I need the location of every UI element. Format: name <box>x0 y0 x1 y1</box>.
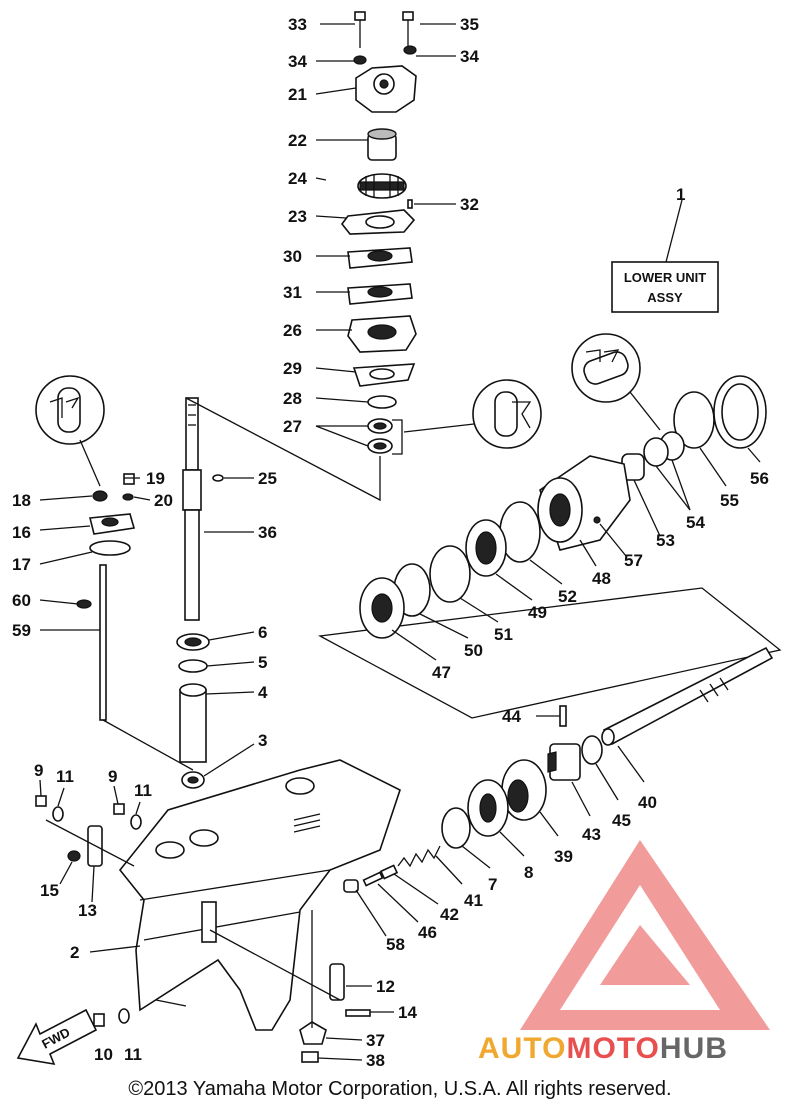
copyright-notice: ©2013 Yamaha Motor Corporation, U.S.A. A… <box>128 1078 672 1100</box>
label-55: 55 <box>720 491 739 510</box>
label-1: 1 <box>676 185 685 204</box>
label-31: 31 <box>283 283 302 302</box>
label-52: 52 <box>558 587 577 606</box>
label-46: 46 <box>418 923 437 942</box>
label-6: 6 <box>258 623 267 642</box>
label-44: 44 <box>502 707 521 726</box>
shift-rod-leader <box>102 719 194 771</box>
label-38: 38 <box>366 1051 385 1070</box>
watermark-moto: MOTO <box>566 1032 660 1065</box>
label-12: 12 <box>376 977 395 996</box>
label-9-right: 9 <box>108 767 117 786</box>
label-43: 43 <box>582 825 601 844</box>
label-45: 45 <box>612 811 631 830</box>
label-34-left: 34 <box>288 52 307 71</box>
label-4: 4 <box>258 683 268 702</box>
grease-callout-right <box>571 333 661 431</box>
grease-callout-middle <box>403 379 542 449</box>
label-59: 59 <box>12 621 31 640</box>
label-10: 10 <box>94 1045 113 1064</box>
drive-shaft-assembly <box>176 397 224 789</box>
label-22: 22 <box>288 131 307 150</box>
label-19: 19 <box>146 469 165 488</box>
label-58: 58 <box>386 935 405 954</box>
label-37: 37 <box>366 1031 385 1050</box>
label-39: 39 <box>554 847 573 866</box>
water-pump-stack <box>340 11 417 455</box>
label-53: 53 <box>656 531 675 550</box>
label-16: 16 <box>12 523 31 542</box>
label-21: 21 <box>288 85 307 104</box>
label-50: 50 <box>464 641 483 660</box>
label-18: 18 <box>12 491 31 510</box>
casing-small-parts <box>35 795 371 1063</box>
label-28: 28 <box>283 389 302 408</box>
label-57: 57 <box>624 551 643 570</box>
part-labels: 33 34 21 22 24 23 30 31 26 29 28 27 35 3… <box>12 15 769 1070</box>
label-2: 2 <box>70 943 79 962</box>
label-35: 35 <box>460 15 479 34</box>
label-49: 49 <box>528 603 547 622</box>
label-36: 36 <box>258 523 277 542</box>
label-23: 23 <box>288 207 307 226</box>
lower-casing <box>118 759 401 1031</box>
lower-unit-box-line1: LOWER UNIT <box>624 270 706 285</box>
label-11-bottom: 11 <box>124 1045 142 1064</box>
label-8: 8 <box>524 863 533 882</box>
label-20: 20 <box>154 491 173 510</box>
label-48: 48 <box>592 569 611 588</box>
label-60: 60 <box>12 591 31 610</box>
label-7: 7 <box>488 875 497 894</box>
label-40: 40 <box>638 793 657 812</box>
label-29: 29 <box>283 359 302 378</box>
watermark-auto: AUTO <box>478 1032 567 1065</box>
label-32: 32 <box>460 195 479 214</box>
label-26: 26 <box>283 321 302 340</box>
lower-unit-assy-box: LOWER UNIT ASSY <box>611 199 719 313</box>
label-51: 51 <box>494 625 513 644</box>
label-9-left: 9 <box>34 761 43 780</box>
shift-rod-assembly <box>76 473 136 721</box>
label-14: 14 <box>398 1003 417 1022</box>
propeller-shaft-assembly <box>343 646 774 893</box>
label-25: 25 <box>258 469 277 488</box>
label-27: 27 <box>283 417 302 436</box>
label-13: 13 <box>78 901 97 920</box>
drive-shaft-leader <box>185 397 381 502</box>
label-11-left: 11 <box>56 767 74 786</box>
label-34-right: 34 <box>460 47 479 66</box>
label-47: 47 <box>432 663 451 682</box>
label-54: 54 <box>686 513 705 532</box>
watermark-text: AUTOMOTOHUB <box>478 1032 728 1066</box>
label-17: 17 <box>12 555 31 574</box>
label-56: 56 <box>750 469 769 488</box>
propeller-shaft-housing-group <box>317 375 782 719</box>
label-33: 33 <box>288 15 307 34</box>
label-15: 15 <box>40 881 59 900</box>
label-41: 41 <box>464 891 483 910</box>
label-42: 42 <box>440 905 459 924</box>
lower-unit-box-line2: ASSY <box>647 290 683 305</box>
label-3: 3 <box>258 731 267 750</box>
label-5: 5 <box>258 653 267 672</box>
label-30: 30 <box>283 247 302 266</box>
watermark-logo <box>520 840 770 1030</box>
label-24: 24 <box>288 169 307 188</box>
grease-callout-left <box>35 375 105 487</box>
watermark-hub: HUB <box>659 1032 728 1065</box>
label-11-right: 11 <box>134 781 152 800</box>
fwd-arrow: FWD <box>16 1008 98 1066</box>
